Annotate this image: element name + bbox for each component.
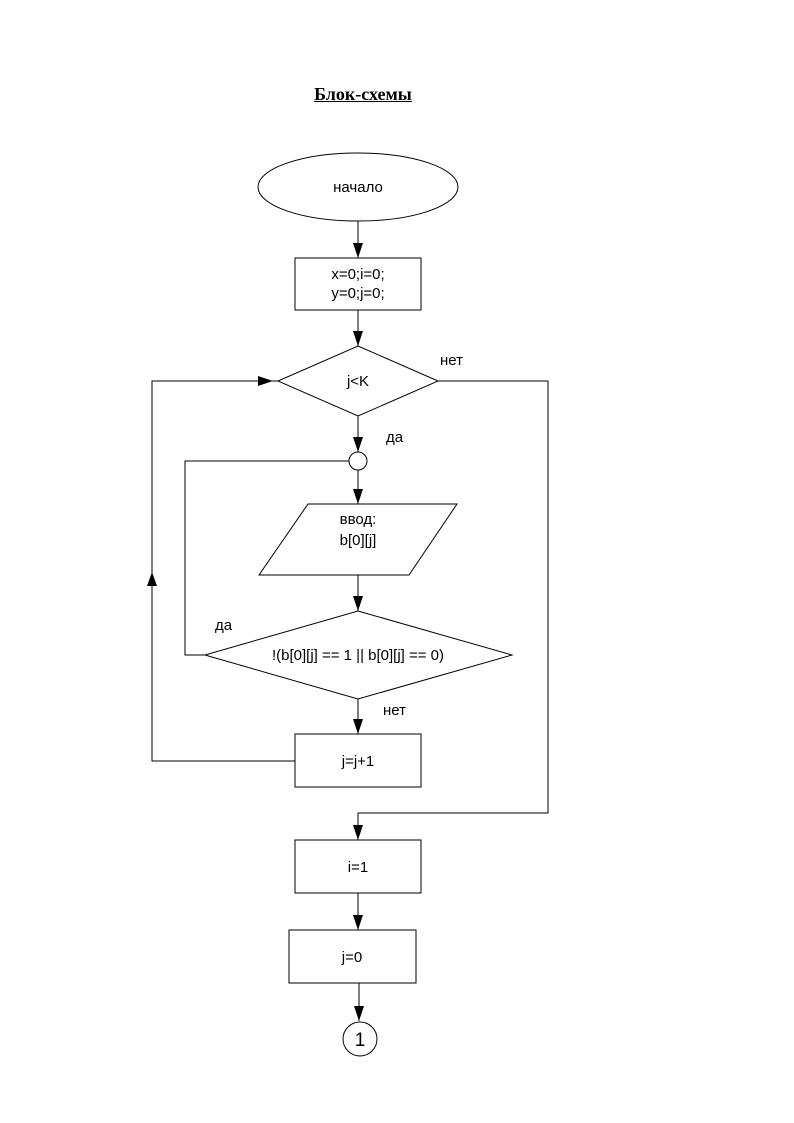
arrow-head xyxy=(354,1006,364,1021)
init-line-1: x=0;i=0; xyxy=(331,266,384,283)
arrow-head xyxy=(258,376,273,386)
set-j-process-box xyxy=(288,929,417,984)
arrow-head xyxy=(353,596,363,611)
increment-process-box xyxy=(294,733,422,788)
arrow-head xyxy=(353,915,363,930)
arrow-head xyxy=(353,825,363,840)
arrow-head xyxy=(353,331,363,346)
set-i-label: i=1 xyxy=(348,859,368,876)
init-line-2: y=0;j=0; xyxy=(331,285,384,302)
increment-label: j=j+1 xyxy=(341,753,375,770)
arrow-head xyxy=(353,437,363,452)
cond1-label: j<K xyxy=(346,373,369,390)
page-title: Блок-схемы xyxy=(314,84,412,104)
input-parallelogram xyxy=(258,503,458,576)
page-connector xyxy=(342,1021,378,1057)
outer-loop-line xyxy=(151,380,295,762)
cond2-label: !(b[0][j] == 1 || b[0][j] == 0) xyxy=(272,647,444,664)
page-connector-label: 1 xyxy=(355,1030,366,1051)
start-label: начало xyxy=(333,179,383,196)
init-process-box xyxy=(294,257,422,311)
arrow-head xyxy=(353,719,363,734)
cond1-no-label: нет xyxy=(440,352,463,369)
arrow-head xyxy=(353,243,363,258)
arrow-head xyxy=(353,489,363,504)
no-branch-line xyxy=(357,380,549,840)
input-line-1: ввод: xyxy=(340,511,377,528)
set-j-label: j=0 xyxy=(341,949,362,966)
input-line-2: b[0][j] xyxy=(340,532,377,549)
cond1-yes-label: да xyxy=(386,429,404,446)
junction-point xyxy=(348,451,368,471)
arrow-head xyxy=(147,572,157,586)
set-i-process-box xyxy=(294,839,422,894)
cond2-yes-label: да xyxy=(215,617,233,634)
cond2-no-label: нет xyxy=(383,702,406,719)
yes-loop-line xyxy=(184,460,349,656)
